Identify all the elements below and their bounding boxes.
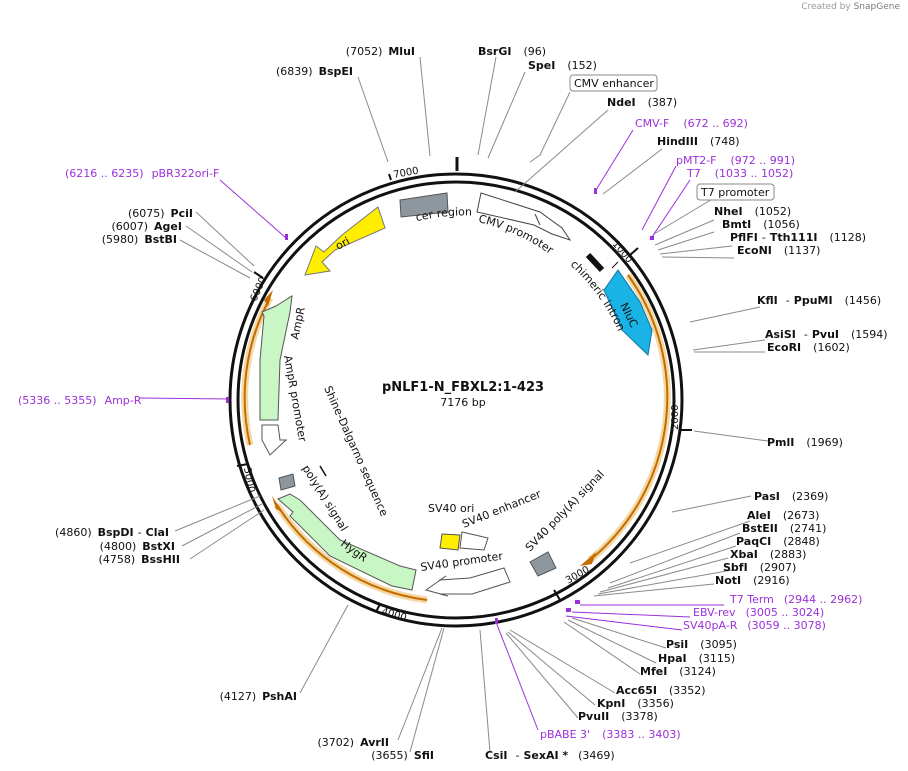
primer-sv40pa-r: SV40pA-R(3059 .. 3078): [683, 619, 826, 632]
svg-text:2000: 2000: [670, 405, 681, 430]
enzyme-bsteii: BstEII(2741): [742, 522, 826, 535]
enzyme-bspei: (6839)BspEI: [276, 65, 353, 78]
leader-lines: [174, 56, 769, 753]
enzyme-ecori: EcoRI(1602): [767, 341, 850, 354]
enzyme-xbai: XbaI(2883): [730, 548, 806, 561]
tick-5000: 5000: [236, 463, 256, 494]
polya-signal-mark: [278, 473, 296, 491]
ampr-promoter-feature: [261, 424, 288, 456]
enzyme-mfei: MfeI(3124): [640, 665, 716, 678]
primer-ebv-rev: EBV-rev(3005 .. 3024): [693, 606, 824, 619]
enzyme-asisi-pvui: AsiSI-PvuI(1594): [765, 328, 888, 341]
orf-arrow-ampr: [264, 290, 273, 306]
t7-mark: [611, 261, 619, 269]
nluc-feature: [603, 269, 653, 357]
svg-text:5000: 5000: [241, 467, 256, 494]
t7-promoter-label: T7 promoter: [700, 186, 770, 199]
enzyme-pflfi-tth111i: PflFI-Tth111I(1128): [730, 231, 866, 244]
shine-dalgarno-mark: [319, 465, 327, 477]
sv40-polya-feature: [529, 551, 557, 577]
enzyme-pvuii: PvuII(3378): [578, 710, 658, 723]
enzyme-hindiii: HindIII(748): [657, 135, 740, 148]
cer-region-feature: [399, 192, 449, 218]
ori-feature: [304, 206, 386, 276]
sv40-promoter-feature: [424, 567, 511, 597]
plasmid-name: pNLF1-N_FBXL2:1-423: [382, 380, 544, 395]
enzyme-hpai: HpaI(3115): [658, 652, 735, 665]
enzyme-pcii: (6075)PciI: [128, 207, 193, 220]
snapgene-logo: SnapGene: [853, 2, 900, 12]
enzyme-pmli: PmlI(1969): [767, 436, 843, 449]
cmv-enhancer-box: CMV enhancer: [569, 74, 658, 92]
chimeric-intron-mark: [585, 252, 605, 273]
enzyme-psii: PsiI(3095): [666, 638, 737, 651]
cmv-promoter-divider: [534, 213, 541, 226]
orf-arrow-right: [580, 552, 596, 566]
enzyme-paqci: PaqCI(2848): [736, 535, 820, 548]
primer-t7-term: T7 Term(2944 .. 2962): [729, 593, 862, 606]
tick-7000: 7000: [388, 166, 420, 181]
snapgene-credit: Created by SnapGene: [801, 2, 900, 12]
primer-marks: [226, 188, 654, 624]
ampr-label: AmpR: [288, 305, 308, 340]
primer-amp-r: (5336 .. 5355)Amp-R: [18, 394, 142, 407]
enzyme-noti: NotI(2916): [715, 574, 790, 587]
cmv-promoter-feature: [476, 192, 572, 241]
enzyme-kpni: KpnI(3356): [597, 697, 674, 710]
sv40-ori-label: SV40 ori: [428, 502, 474, 515]
enzyme-bsrgi: BsrGI(96): [478, 45, 546, 58]
enzyme-mlui: (7052)MluI: [346, 45, 415, 58]
primer-t7: T7(1033 .. 1052): [686, 167, 793, 180]
credit-prefix: Created by: [801, 2, 851, 12]
enzyme-bstxi: (4800)BstXI: [100, 540, 175, 553]
backbone-inner: [236, 180, 676, 620]
enzyme-sfii: (3655)SfiI: [371, 749, 434, 762]
enzyme-kfli-ppumi: KflI-PpuMI(1456): [757, 294, 881, 307]
enzyme-avrii: (3702)AvrII: [318, 736, 389, 749]
t7-promoter-box: T7 promoter: [696, 183, 775, 201]
primer-leader-lines: [139, 129, 724, 731]
enzyme-bsshii: (4758)BssHII: [99, 553, 180, 566]
enzyme-csii-sexai: CsiI-SexAI *(3469): [485, 749, 615, 762]
enzyme-alei: AleI(2673): [747, 509, 819, 522]
svg-text:4000: 4000: [380, 606, 407, 624]
sv40-polya-label: SV40 poly(A) signal: [523, 468, 607, 554]
primer-pbabe-3: pBABE 3'(3383 .. 3403): [540, 728, 681, 741]
enzyme-nhei: NheI(1052): [714, 205, 791, 218]
ampr-promoter-label: AmpR promoter: [281, 354, 309, 443]
enzyme-bspdi-clai: (4860)BspDI-ClaI: [55, 526, 169, 539]
enzyme-econi: EcoNI(1137): [737, 244, 820, 257]
orf-arc-nluc-line: [589, 274, 669, 561]
svg-text:7000: 7000: [393, 166, 420, 181]
enzyme-acc65i: Acc65I(3352): [616, 684, 706, 697]
enzyme-agei: (6007)AgeI: [111, 220, 182, 233]
sv40-enhancer-feature: [459, 531, 489, 551]
enzyme-pshai: (4127)PshAI: [220, 690, 297, 703]
primer-pmt2-f: pMT2-F(972 .. 991): [676, 154, 795, 167]
cmv-enhancer-label: CMV enhancer: [574, 77, 654, 90]
backbone-outer: [228, 172, 684, 628]
ampr-feature: [259, 295, 293, 421]
hygr-feature: [277, 493, 417, 591]
tick-2000: 2000: [670, 405, 692, 431]
enzyme-pasi: PasI(2369): [754, 490, 828, 503]
ori-label: ori: [333, 234, 352, 252]
enzyme-sbfi: SbfI(2907): [723, 561, 796, 574]
orf-arrow-hygr: [272, 496, 283, 512]
orf-arc-hygr-line: [276, 504, 428, 601]
enzyme-bmti: BmtI(1056): [722, 218, 800, 231]
plasmid-length: 7176 bp: [440, 396, 485, 409]
primer-cmv-f: CMV-F(672 .. 692): [635, 117, 748, 130]
enzyme-ndei: NdeI(387): [607, 96, 677, 109]
primer-pbr322ori-f: (6216 .. 6235)pBR322ori-F: [65, 167, 219, 180]
sv40-promoter-label: SV40 promoter: [420, 549, 505, 573]
enzyme-bstbi: (5980)BstBI: [102, 233, 177, 246]
enzyme-spei: SpeI(152): [528, 59, 597, 72]
svg-text:1000: 1000: [610, 239, 635, 266]
sv40-ori-feature: [439, 533, 461, 551]
